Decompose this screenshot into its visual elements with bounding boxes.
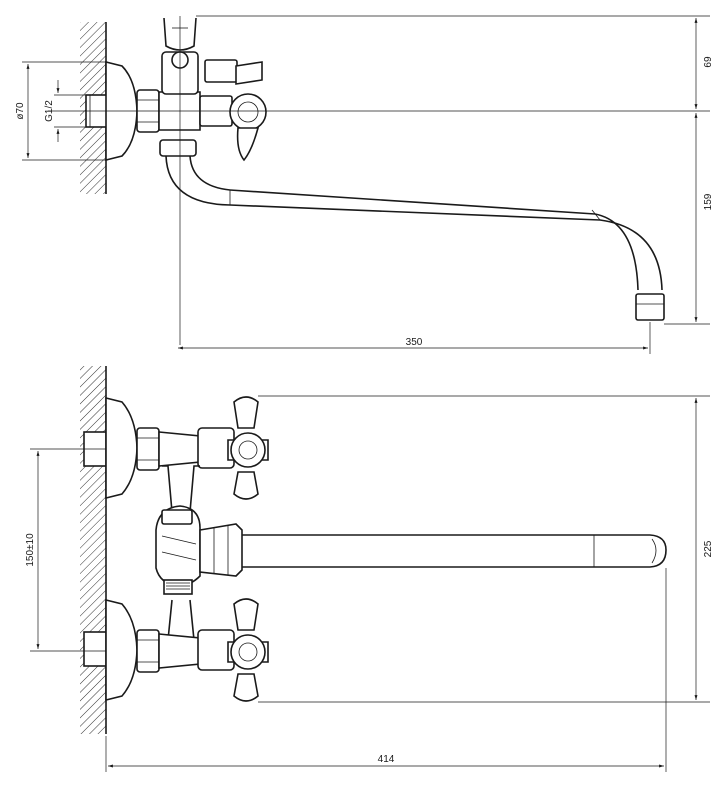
thread-connector-front — [163, 579, 193, 595]
dim-414-label: 414 — [378, 754, 395, 765]
escutcheon-lower-front — [105, 598, 138, 702]
dim-225-label: 225 — [703, 540, 714, 557]
side-view: 69 159 ø70 G1/2 350 — [15, 15, 714, 354]
dim-350-label: 350 — [406, 337, 423, 348]
inlet-lower-front — [83, 631, 107, 667]
handle-upper-front — [227, 396, 269, 500]
aerator-side — [635, 293, 665, 321]
nut-lower-front — [136, 629, 160, 673]
dim-thread-label: G1/2 — [44, 100, 55, 122]
dim-159-label: 159 — [703, 193, 714, 210]
valve-top-side — [204, 59, 238, 83]
handle-lever-side — [236, 127, 260, 162]
vertical-connector-front — [162, 465, 200, 513]
dim-150-label: 150±10 — [25, 533, 36, 567]
wall-hatch-front — [80, 366, 106, 734]
escutcheon-upper-front — [105, 396, 138, 500]
nut-upper-front — [136, 427, 160, 471]
dim-diameter-label: ø70 — [15, 102, 26, 120]
spout-union-front — [199, 523, 243, 577]
front-view: 150±10 225 414 — [25, 366, 714, 772]
arm-upper-front — [158, 431, 201, 467]
handle-lower-front — [227, 598, 269, 702]
arm-lower-front — [158, 633, 201, 669]
spout-side — [165, 155, 663, 291]
spout-front — [242, 534, 667, 568]
handle-side — [235, 61, 263, 85]
spout-nut-side — [159, 139, 197, 157]
diverter-knob-front — [161, 509, 193, 525]
dim-69-label: 69 — [703, 56, 714, 68]
handle-hub-side — [229, 93, 267, 131]
